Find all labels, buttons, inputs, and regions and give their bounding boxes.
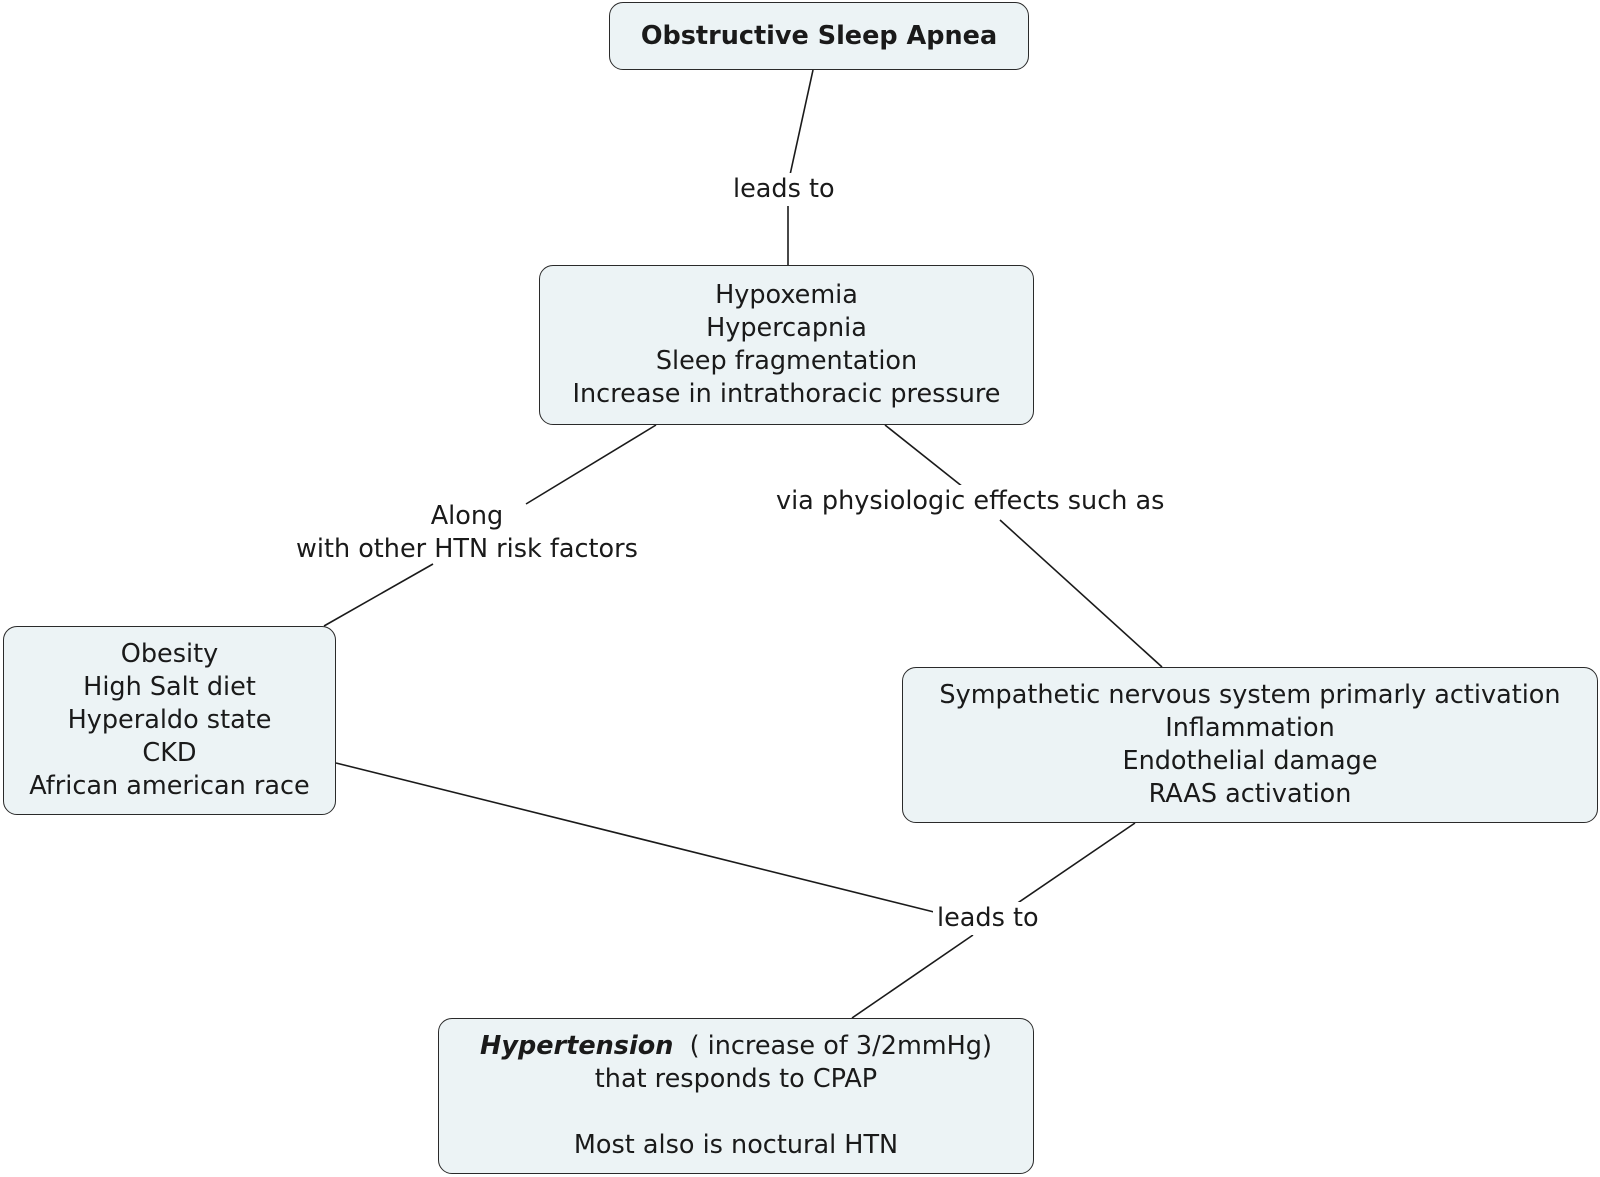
mechanism-item: Hypercapnia xyxy=(706,313,867,343)
edge-label-leads-to: leads to xyxy=(729,173,839,206)
connector-mechanisms-to-via xyxy=(884,424,964,488)
edge-label-along-with-risk-factors: Along with other HTN risk factors xyxy=(292,500,642,566)
node-hypertension: Hypertension ( increase of 3/2mmHg) that… xyxy=(438,1018,1034,1174)
edge-label-text: Along xyxy=(430,501,504,531)
mechanism-item: Hypoxemia xyxy=(715,280,858,310)
connector-via-to-effects xyxy=(999,519,1163,668)
effect-item: Endothelial damage xyxy=(1122,746,1378,776)
node-physiologic-effects: Sympathetic nervous system primarly acti… xyxy=(902,667,1598,823)
edge-label-text: via physiologic effects such as xyxy=(776,486,1165,516)
mechanism-item: Increase in intrathoracic pressure xyxy=(572,379,1001,409)
effect-item: Sympathetic nervous system primarly acti… xyxy=(939,680,1561,710)
risk-factor-item: Obesity xyxy=(120,639,219,669)
connector-effects-to-leads xyxy=(1002,822,1136,914)
risk-factor-item: CKD xyxy=(142,738,197,768)
hypertension-cpap-line: that responds to CPAP xyxy=(594,1064,878,1094)
connector-osa-to-mechanisms xyxy=(787,69,814,185)
risk-factor-item: Hyperaldo state xyxy=(67,705,272,735)
node-osa-title: Obstructive Sleep Apnea xyxy=(640,20,998,51)
effect-item: RAAS activation xyxy=(1148,779,1352,809)
risk-factor-item: High Salt diet xyxy=(83,672,256,702)
edge-label-text: leads to xyxy=(937,903,1039,933)
hypertension-emphasis: Hypertension xyxy=(480,1031,674,1061)
edge-label-leads-to-hypertension: leads to xyxy=(933,902,1043,935)
node-mechanisms: Hypoxemia Hypercapnia Sleep fragmentatio… xyxy=(539,265,1034,425)
node-risk-factors: Obesity High Salt diet Hyperaldo state C… xyxy=(3,626,336,815)
connector-mechanisms-to-along xyxy=(525,424,657,505)
edge-label-text: with other HTN risk factors xyxy=(296,534,638,564)
node-obstructive-sleep-apnea: Obstructive Sleep Apnea xyxy=(609,2,1029,70)
hypertension-nocturnal-line: Most also is noctural HTN xyxy=(573,1130,899,1160)
hypertension-first-line: Hypertension ( increase of 3/2mmHg) xyxy=(480,1030,992,1063)
connector-leads-to-hypertension xyxy=(851,934,974,1019)
effect-item: Inflammation xyxy=(1165,713,1335,743)
risk-factor-item: African american race xyxy=(29,771,310,801)
hypertension-increase-text: ( increase of 3/2mmHg) xyxy=(673,1031,992,1061)
connector-along-to-risk xyxy=(323,563,434,627)
connector-risk-to-leads xyxy=(335,762,939,914)
edge-label-via-physiologic-effects: via physiologic effects such as xyxy=(772,485,1169,518)
mechanism-item: Sleep fragmentation xyxy=(655,346,918,376)
edge-label-text: leads to xyxy=(733,174,835,204)
